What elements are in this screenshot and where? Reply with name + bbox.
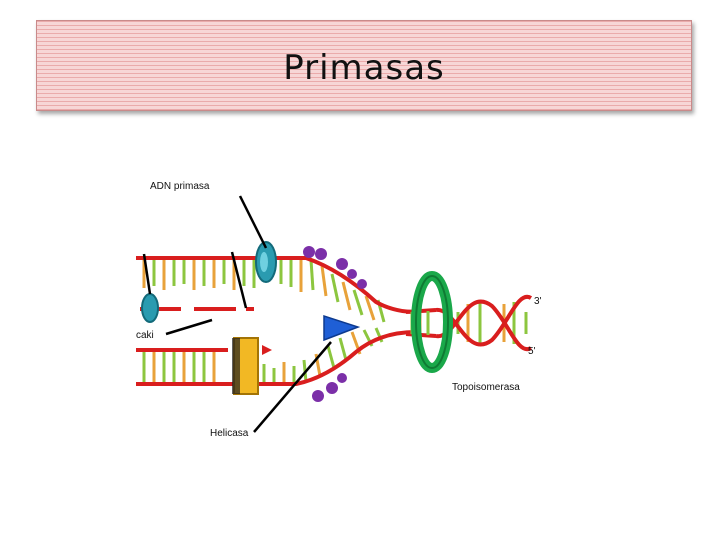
leading-backbone — [136, 330, 417, 386]
label-3-prime: 3' — [534, 296, 542, 307]
label-ligase: caki — [136, 330, 154, 341]
leading-strand — [136, 327, 417, 386]
title-bar — [36, 20, 692, 111]
helicase-enzyme — [323, 314, 361, 342]
ligase-enzyme — [141, 293, 159, 323]
label-pointers — [142, 195, 332, 433]
replication-fork-diagram: ADN primasa caki Helicasa Topoisomerasa … — [136, 181, 542, 439]
lagging-rungs — [142, 258, 386, 323]
label-primase: ADN primasa — [150, 181, 210, 192]
lagging-strand — [136, 256, 417, 323]
lagging-backbone — [136, 256, 417, 314]
ssb-proteins — [303, 246, 367, 402]
label-helicase: Helicasa — [210, 428, 249, 439]
label-topoisomerase: Topoisomerasa — [452, 382, 520, 393]
polymerase-enzyme — [232, 337, 259, 395]
topoisomerase — [411, 271, 453, 373]
primase-enzyme — [255, 241, 277, 283]
label-5-prime: 5' — [528, 346, 536, 357]
slide-title: Primasas — [283, 48, 445, 88]
new-strand-arrowhead — [262, 345, 272, 355]
